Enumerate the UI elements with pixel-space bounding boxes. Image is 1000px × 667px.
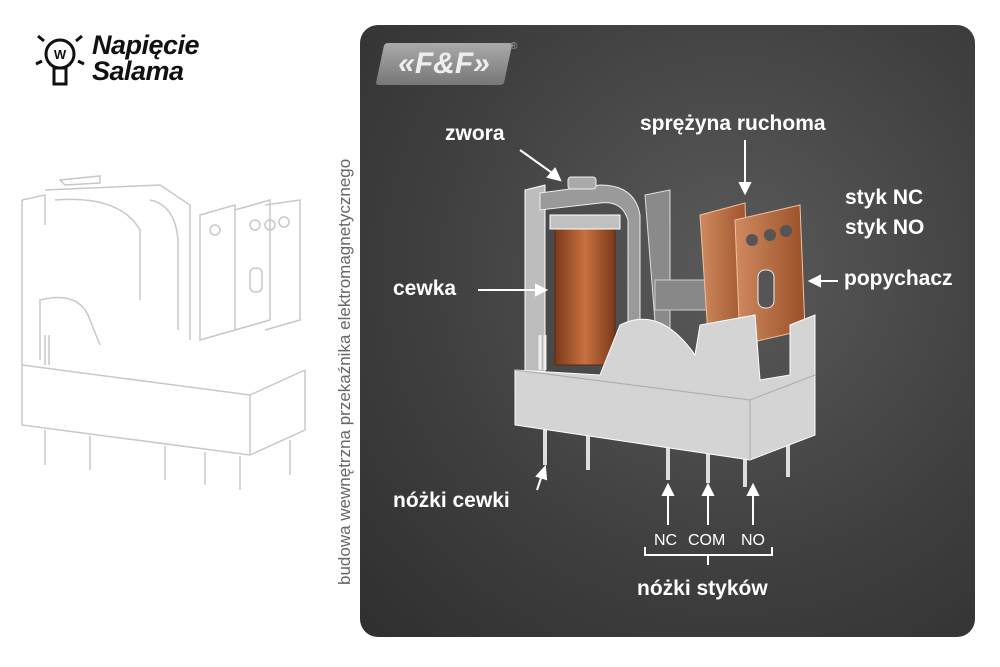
lightbulb-icon: W — [35, 34, 85, 86]
relay-outline-drawing — [21, 175, 306, 490]
svg-text:W: W — [54, 47, 67, 62]
label-nozki-cewki: nóżki cewki — [393, 489, 510, 512]
logo-line2: Salama — [92, 56, 184, 86]
logo-line1: Napięcie — [92, 30, 200, 60]
label-nozki-stykow: nóżki styków — [637, 577, 768, 600]
relay-illustration — [478, 140, 838, 565]
label-zwora: zwora — [445, 122, 505, 145]
label-sprezyna-ruchoma: sprężyna ruchoma — [640, 112, 826, 135]
label-nc: NC — [654, 532, 678, 549]
registered-mark: ® — [510, 41, 518, 52]
label-cewka: cewka — [393, 277, 457, 300]
relay-photo-panel: «F&F» ® — [360, 25, 975, 637]
label-no: NO — [741, 532, 765, 549]
label-styk-nc: styk NC — [845, 186, 924, 209]
label-popychacz: popychacz — [844, 267, 953, 290]
side-caption: budowa wewnętrzna przekaźnika elektromag… — [335, 158, 354, 585]
label-com: COM — [688, 532, 726, 549]
label-styk-no: styk NO — [845, 216, 925, 239]
